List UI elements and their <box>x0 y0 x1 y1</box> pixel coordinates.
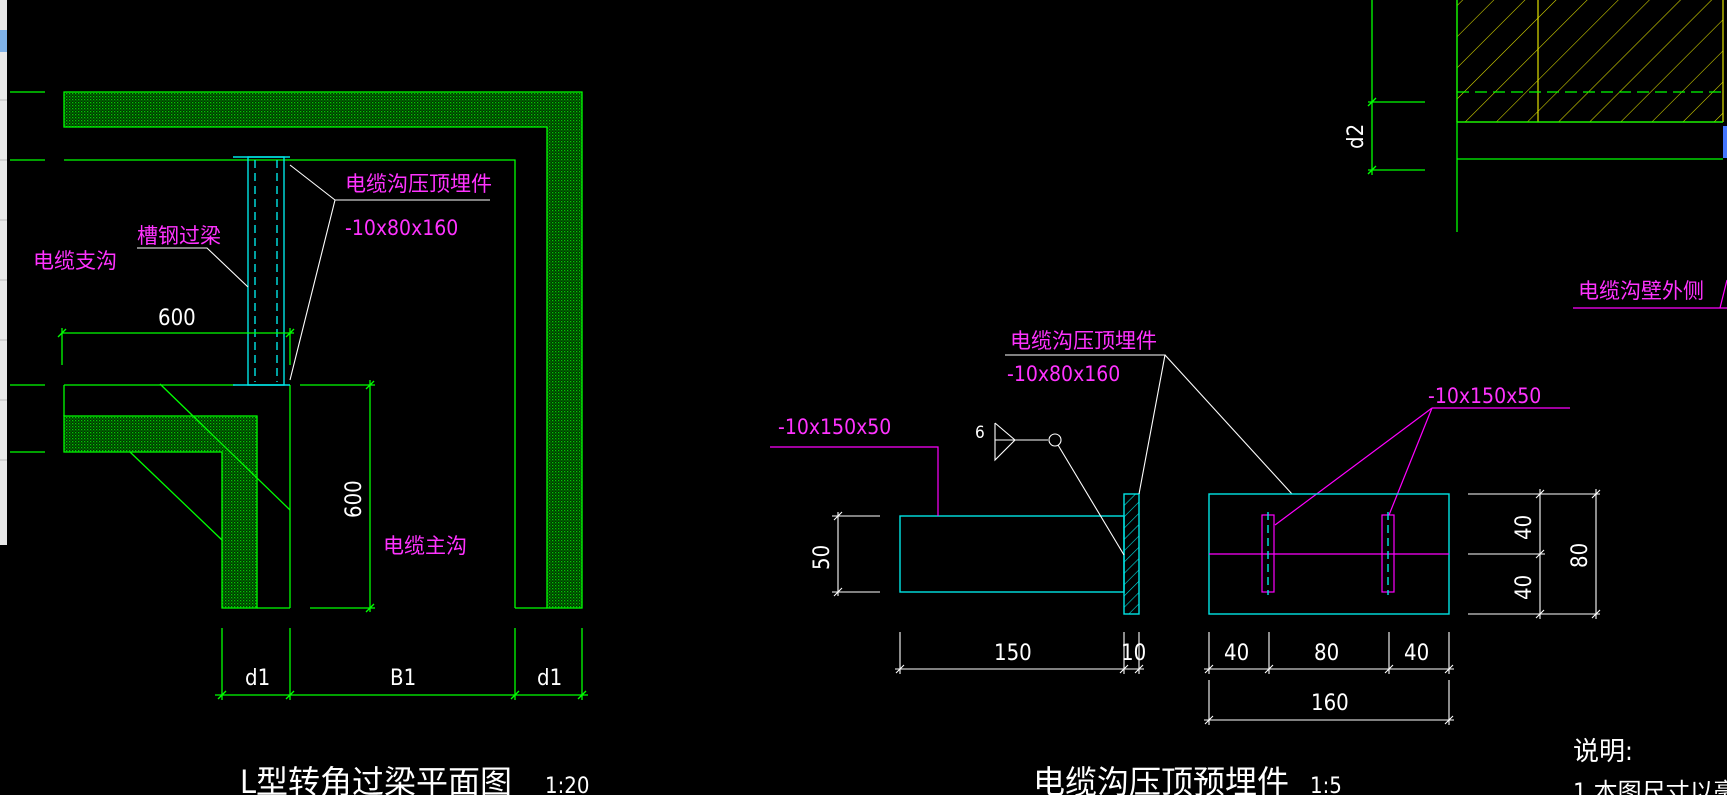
channel-steel-beam <box>233 156 290 386</box>
trench-section-fragment: d2 电缆沟壁外侧 <box>1344 0 1727 309</box>
plan-leaders <box>137 164 490 381</box>
dim-150-10 <box>895 632 1144 674</box>
dim-40a-text: 40 <box>1224 641 1249 666</box>
section-lines <box>1367 0 1723 232</box>
notes-line1: 1.本图尺寸以毫米计 <box>1573 778 1727 795</box>
dim-d2-text: d2 <box>1344 124 1369 149</box>
notes: 说明: 1.本图尺寸以毫米计 <box>1573 737 1727 795</box>
dim-600-h-text: 600 <box>158 306 196 331</box>
dim-40b-text: 40 <box>1404 641 1429 666</box>
detail-scale: 1:5 <box>1310 774 1342 795</box>
dim-50 <box>832 511 880 597</box>
dim-10-text: 10 <box>1121 641 1146 666</box>
dim-50-text: 50 <box>810 545 835 570</box>
dim-d1-right-text: d1 <box>537 666 562 691</box>
wall-outside-leader-tick <box>1719 279 1727 309</box>
dim-vertical-40-40-80 <box>1468 489 1601 619</box>
main-trench-label: 电缆主沟 <box>383 534 467 558</box>
right-plate-leader <box>1274 407 1570 526</box>
dim-600-vertical <box>300 380 375 613</box>
embed-plate-section <box>1123 493 1140 615</box>
detail-leaders <box>1005 354 1293 495</box>
dim-40-80-40 <box>1204 632 1454 674</box>
corner-plan: 电缆支沟 槽钢过梁 电缆沟压顶埋件 -10x80x160 电缆主沟 600 60… <box>10 91 589 795</box>
left-edge-strip <box>0 0 7 545</box>
anchor-bars-hidden <box>1267 512 1389 595</box>
detail-title: 电缆沟压顶预埋件 <box>1033 763 1289 795</box>
dim-80v-text: 80 <box>1568 543 1593 568</box>
section-edge-marker <box>1723 126 1727 158</box>
left-plate-leader <box>770 446 939 516</box>
dim-160-text: 160 <box>1311 691 1349 716</box>
dim-600-v-text: 600 <box>342 480 367 518</box>
notes-heading: 说明: <box>1573 737 1633 767</box>
left-plate-label: -10x150x50 <box>778 415 891 439</box>
top-right-wall <box>63 91 583 609</box>
plan-title: L型转角过梁平面图 <box>240 763 512 795</box>
embed-detail: 电缆沟压顶埋件 -10x80x160 -10x150x50 -10x150x50… <box>770 329 1601 795</box>
trench-lines <box>10 91 547 609</box>
branch-trench-label: 电缆支沟 <box>33 249 117 273</box>
detail-embed-label: 电缆沟压顶埋件 <box>1010 329 1157 353</box>
dim-600-horizontal <box>57 328 295 365</box>
wall-outside-label: 电缆沟壁外侧 <box>1578 279 1704 303</box>
dim-160 <box>1204 680 1454 725</box>
plan-scale: 1:20 <box>545 774 589 795</box>
right-plate-label: -10x150x50 <box>1428 384 1541 408</box>
dim-d1-left-text: d1 <box>245 666 270 691</box>
dim-40v2-text: 40 <box>1512 575 1537 600</box>
dim-b1-text: B1 <box>390 666 416 691</box>
detail-embed-size: -10x80x160 <box>1007 362 1120 386</box>
plan-embed-size: -10x80x160 <box>345 216 458 240</box>
plan-embed-label: 电缆沟压顶埋件 <box>345 172 492 196</box>
dim-80h-text: 80 <box>1314 641 1339 666</box>
weld-symbol <box>994 422 1125 556</box>
inner-corner-wall <box>63 415 258 609</box>
dim-40v1-text: 40 <box>1512 515 1537 540</box>
section-hatch <box>1457 0 1723 122</box>
dim-bottom-chain <box>215 628 588 700</box>
anchor-plate-side <box>899 515 1125 593</box>
dim-150-text: 150 <box>994 641 1032 666</box>
weld-size-text: 6 <box>975 423 985 443</box>
channel-beam-label: 槽钢过梁 <box>137 224 221 248</box>
